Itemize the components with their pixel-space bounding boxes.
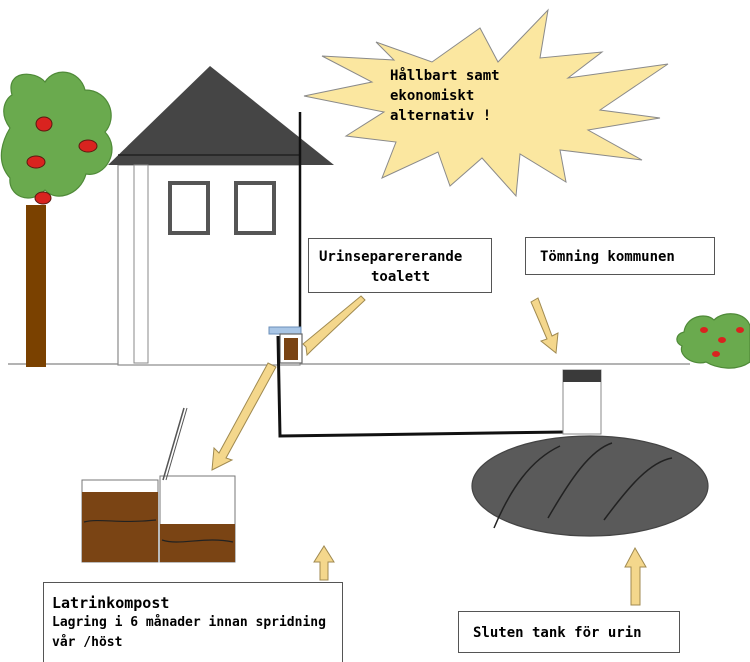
house-window	[168, 181, 210, 235]
callout-line: Hållbart samt	[390, 68, 500, 84]
arrow-to-compost	[211, 362, 277, 471]
toilet-bowl	[284, 338, 298, 360]
compost-chute	[162, 407, 185, 481]
compost-bin-left	[81, 479, 159, 563]
arrow-to-tank-emptying	[530, 297, 559, 354]
tank-label: Sluten tank för urin	[458, 611, 680, 653]
callout-line: ekonomiskt	[390, 88, 475, 104]
toilet-label-line: Urinseparererande	[319, 249, 463, 265]
callout-text: Hållbart samt ekonomiskt alternativ !	[390, 66, 500, 126]
bush	[676, 313, 750, 369]
compost-title: Latrinkompost	[52, 594, 170, 612]
house-roof	[108, 66, 334, 165]
bush-foliage	[676, 313, 750, 369]
compost-label: Latrinkompost Lagring i 6 månader innan …	[43, 582, 343, 662]
callout-burst	[303, 8, 669, 198]
house-window	[234, 181, 276, 235]
tree-trunk	[26, 205, 46, 367]
tank-lid	[563, 370, 601, 382]
toilet-seat	[268, 326, 302, 335]
callout-line: alternativ !	[390, 108, 492, 124]
tank-body	[471, 435, 709, 537]
compost-bin-right	[159, 475, 236, 563]
apple	[78, 139, 98, 153]
arrow-to-toilet	[302, 295, 366, 357]
compost-text-line: vår /höst	[52, 635, 123, 650]
house	[108, 66, 334, 366]
toilet-label-line: toalett	[371, 269, 431, 285]
apple	[26, 155, 46, 169]
arrow-up-tank	[624, 546, 647, 606]
emptying-label: Tömning kommunen	[525, 237, 715, 275]
apple	[35, 116, 53, 132]
urine-pipe	[276, 335, 566, 438]
apple-tree	[0, 71, 113, 367]
tree-foliage	[0, 71, 113, 199]
closed-urine-tank	[471, 435, 709, 537]
bin-soil	[82, 492, 158, 562]
toilet-label: Urinseparererande toalett	[308, 238, 492, 293]
downpipe	[133, 164, 149, 364]
apple	[34, 191, 52, 205]
urine-separating-toilet	[268, 326, 303, 364]
bin-soil	[160, 524, 235, 562]
arrow-up-compost	[313, 545, 335, 581]
compost-text-line: Lagring i 6 månader innan spridning	[52, 615, 326, 630]
